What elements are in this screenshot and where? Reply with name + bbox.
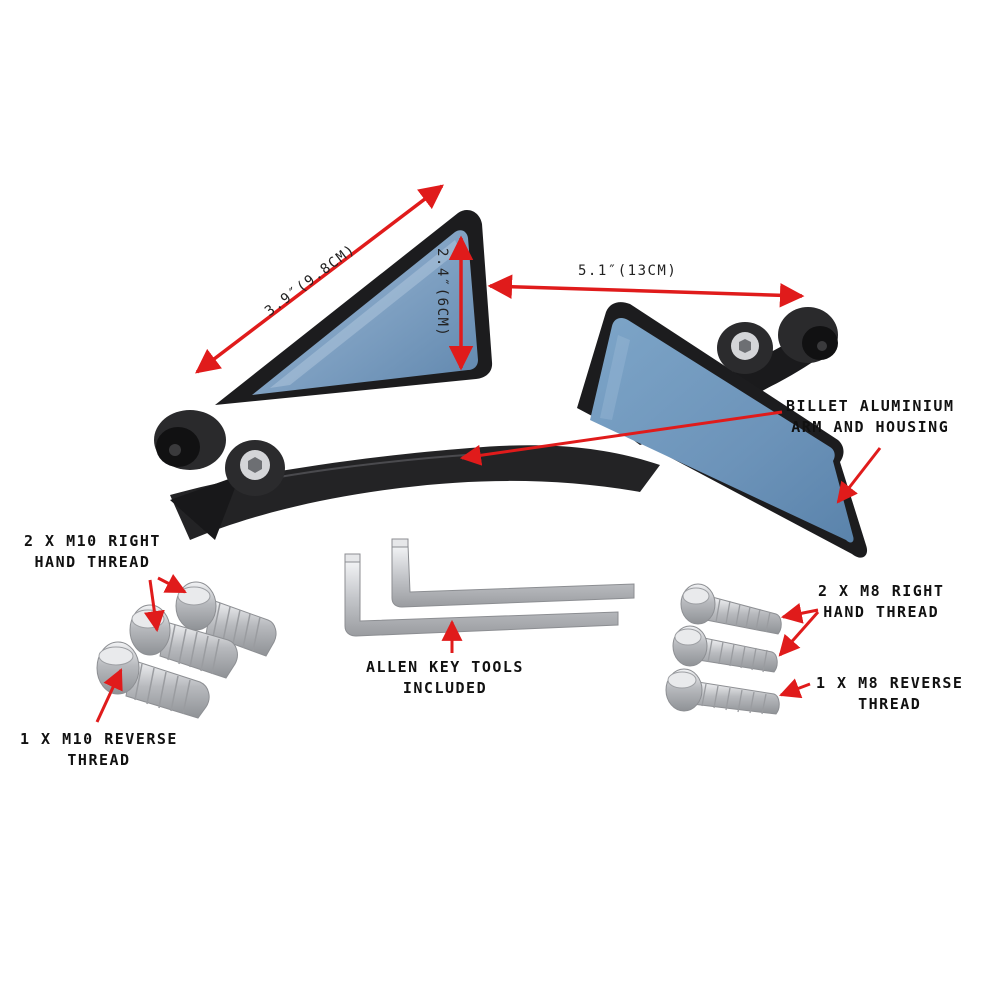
allen-key-small [344,553,619,637]
width-dimension-arrow [487,274,805,308]
m8-right-arrow-1 [780,602,819,624]
m10-right-arrow-2 [143,579,165,633]
m8-right-arrow-2 [778,611,820,657]
m8-bolt-1 [680,583,782,635]
left-mirror-pivot [154,410,226,470]
allen-keys [344,538,635,637]
m8-bolts [665,583,782,715]
m8-bolt-3 [665,668,780,715]
billet-housing-arrow [836,447,882,504]
m10-reverse-arrow [95,668,123,723]
allen-key-tools-label: ALLEN KEY TOOLS INCLUDED [366,658,524,697]
billet-arm-arrow [459,410,783,466]
right-mirror-pivot [778,307,838,363]
billet-aluminium-label: BILLET ALUMINIUM ARM AND HOUSING [786,397,955,436]
callout-arrows [95,410,882,723]
right-mirror-cap-bolt [717,322,773,374]
left-mirror [154,210,660,540]
m8-right-hand-thread-label: 2 X M8 RIGHT HAND THREAD [818,582,945,621]
left-mirror-arm [170,445,660,540]
left-mirror-cap-bolt [225,440,285,496]
m10-bolt-1 [175,581,277,657]
m10-bolts [96,581,277,719]
m10-reverse-thread-label: 1 X M10 REVERSE THREAD [20,730,178,769]
right-mirror-glass [590,318,854,543]
height-dimension-label: 2.4″(6CM) [434,248,450,338]
m8-reverse-arrow [779,678,811,699]
dimension-arrows [195,184,805,374]
diagonal-dimension-arrow [195,184,444,374]
right-mirror [577,302,868,558]
m8-reverse-thread-label: 1 X M8 REVERSE THREAD [816,674,964,713]
m10-right-hand-thread-label: 2 X M10 RIGHT HAND THREAD [24,532,161,571]
width-dimension-label: 5.1″(13CM) [578,263,678,279]
m10-right-arrow-1 [157,573,187,594]
m8-bolt-2 [672,625,778,673]
allen-key-large [391,538,635,608]
